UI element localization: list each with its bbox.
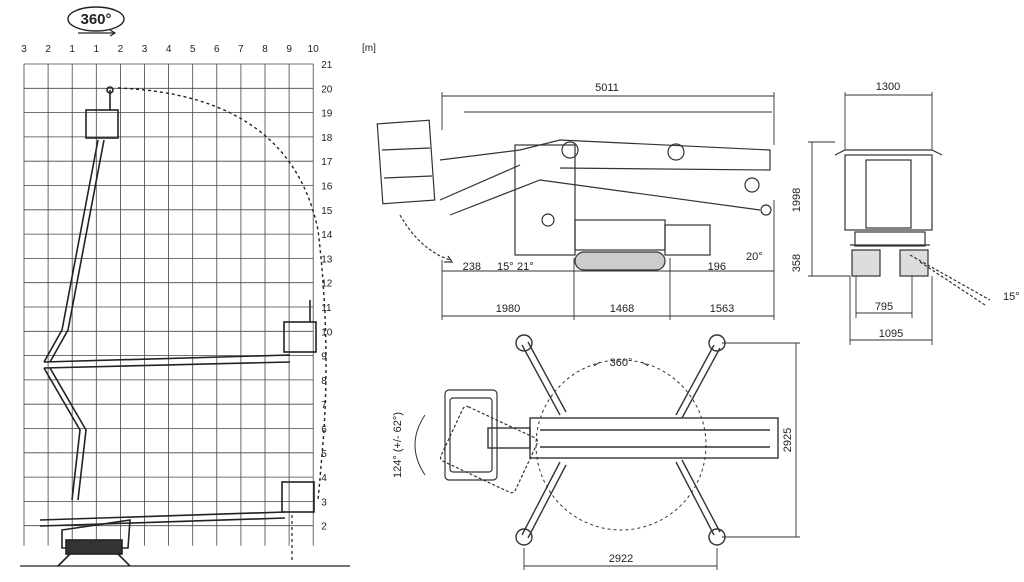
y-tick-label: 16 xyxy=(321,182,333,193)
basket-rotation-label: 124° (+/- 62°) xyxy=(392,412,404,478)
slew-arrow-icon xyxy=(593,361,649,367)
slew-label: 360° xyxy=(610,357,633,369)
x-tick-label: 1 xyxy=(94,44,100,55)
x-tick-label: 2 xyxy=(118,44,124,55)
x-tick-label: 2 xyxy=(45,44,51,55)
angle-rear-label: 20° xyxy=(746,251,763,263)
working-envelope xyxy=(117,87,327,501)
x-tick-label: 6 xyxy=(214,44,220,55)
y-tick-label: 17 xyxy=(321,157,333,168)
range-x-unit: [m] xyxy=(362,43,376,54)
boom-low-reach xyxy=(39,481,315,549)
boom-max-height xyxy=(43,86,119,363)
y-tick-label: 4 xyxy=(321,473,327,484)
x-tick-label: 8 xyxy=(262,44,268,55)
rotation-badge-label: 360° xyxy=(80,11,111,28)
top-basket xyxy=(414,389,539,494)
machine-base xyxy=(57,539,131,567)
y-tick-label: 14 xyxy=(321,230,333,241)
x-tick-label: 1 xyxy=(69,44,75,55)
x-tick-label: 4 xyxy=(166,44,172,55)
y-tick-label: 3 xyxy=(321,497,327,508)
side-chassis xyxy=(439,139,772,271)
rotation-badge-ellipse xyxy=(67,6,125,32)
y-tick-label: 20 xyxy=(321,84,333,95)
outrigger-length-label: 2925 xyxy=(782,428,794,452)
angle-front-label: 15° xyxy=(497,261,514,273)
range-grid xyxy=(23,63,314,546)
y-tick-label: 2 xyxy=(321,522,327,533)
y-tick-label: 5 xyxy=(321,449,327,460)
slew-circle xyxy=(535,359,707,531)
track-outer-label: 1095 xyxy=(879,328,903,340)
y-tick-label: 9 xyxy=(321,352,327,363)
y-tick-label: 12 xyxy=(321,279,333,290)
boom-mid-reach xyxy=(43,300,317,501)
top-chassis xyxy=(487,334,779,546)
y-tick-label: 7 xyxy=(321,400,327,411)
x-tick-label: 5 xyxy=(190,44,196,55)
y-tick-label: 8 xyxy=(321,376,327,387)
x-tick-label: 10 xyxy=(308,44,320,55)
tilt-angle-label: 15° xyxy=(1003,291,1020,303)
y-tick-label: 15 xyxy=(321,206,333,217)
y-tick-label: 18 xyxy=(321,133,333,144)
overall-length-label: 5011 xyxy=(595,82,619,94)
side-basket xyxy=(376,119,454,263)
y-tick-label: 19 xyxy=(321,109,333,120)
segment-rear-label: 1563 xyxy=(710,303,734,315)
x-tick-label: 9 xyxy=(286,44,292,55)
dim-196-label: 196 xyxy=(708,261,726,273)
y-tick-label: 11 xyxy=(321,303,332,314)
track-inner-label: 795 xyxy=(875,301,893,313)
y-tick-label: 21 xyxy=(321,60,333,71)
x-tick-label: 3 xyxy=(142,44,148,55)
range-y-tick-labels: 21 20 19 18 17 16 15 14 13 12 11 10 9 8 7 6 5 4 3 2 xyxy=(321,60,333,533)
width-top-label: 1300 xyxy=(876,81,900,93)
y-tick-label: 13 xyxy=(321,254,333,265)
x-tick-label: 7 xyxy=(238,44,244,55)
top-view: 360° 124° (+/- 62°) xyxy=(392,334,800,570)
range-x-tick-labels: 3 2 1 1 2 3 4 5 6 7 8 9 10 xyxy=(21,44,319,55)
rotation-arrow-head-icon xyxy=(109,29,117,37)
y-tick-label: 10 xyxy=(321,327,333,338)
outrigger-width-label: 2922 xyxy=(609,553,633,565)
front-view: 1300 1998 358 795 1095 15° xyxy=(791,81,1020,345)
x-tick-label: 3 xyxy=(21,44,27,55)
side-view: 5011 238 15° 21° 196 20° 1 xyxy=(376,82,775,320)
segment-front-label: 1980 xyxy=(496,303,520,315)
segment-mid-label: 1468 xyxy=(610,303,634,315)
front-body xyxy=(834,149,991,306)
dim-238-label: 238 xyxy=(463,261,481,273)
y-tick-label: 6 xyxy=(321,425,327,436)
angle-mid-label: 21° xyxy=(517,261,534,273)
height-label: 1998 xyxy=(791,188,803,212)
ground-clearance-label: 358 xyxy=(791,254,803,272)
